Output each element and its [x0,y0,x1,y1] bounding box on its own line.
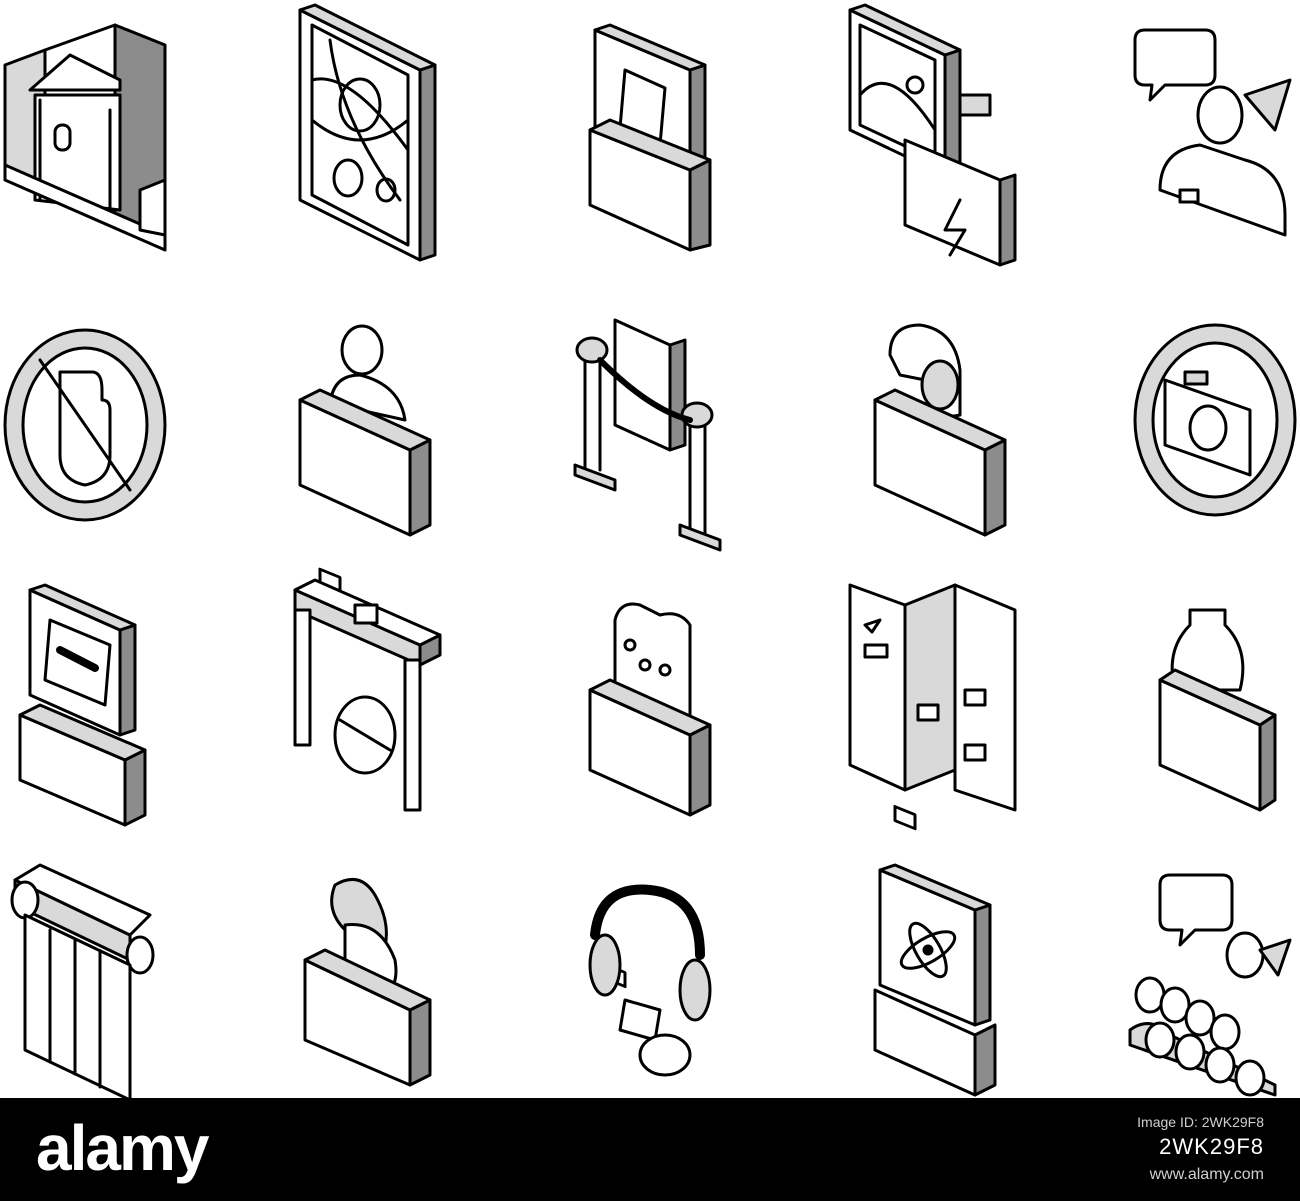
security-gate-no-entry-icon [293,578,442,812]
do-not-touch-sign-icon [3,328,167,522]
warrior-helmet-exhibit-icon [873,323,1007,831]
ionic-column-icon [10,863,155,1098]
icon-grid [3,3,1297,1098]
image-id: 2WK29F8 [1159,1134,1264,1159]
image-meta: Image ID: 2WK29F8 2WK29F8 www.alamy.com [1137,1114,1264,1184]
ancient-scroll-exhibit-icon [588,23,712,424]
audio-guide-headphones-icon [588,884,712,1077]
fossil-bone-exhibit-icon [18,583,147,827]
abstract-painting-icon [298,3,437,262]
museum-map-brochure-icon [848,583,1017,812]
no-photo-sign-icon [1133,323,1297,517]
necklace-jewelry-exhibit-icon [588,602,712,989]
watermark-footer: alamy Image ID: 2WK29F8 2WK29F8 www.alam… [0,1098,1300,1201]
ancient-vase-exhibit-icon [1158,608,1277,812]
museum-guide-icon [1133,28,1292,237]
rope-barrier-exhibit-icon [573,318,722,552]
science-atom-exhibit-icon [873,863,997,1097]
abstract-sculpture-exhibit-icon [303,877,432,1087]
alamy-logo: alamy [36,1112,209,1184]
logo-text: alamy [36,1112,209,1184]
bust-sculpture-icon [298,324,432,593]
museum-building-icon [3,23,167,252]
group-tour-guide-icon [1128,873,1292,1097]
paintings-gallery-icon [848,3,1017,267]
site-url: www.alamy.com [1149,1166,1264,1183]
icon-set-canvas [3,3,1297,1098]
image-id-caption: Image ID: 2WK29F8 [1137,1114,1264,1130]
